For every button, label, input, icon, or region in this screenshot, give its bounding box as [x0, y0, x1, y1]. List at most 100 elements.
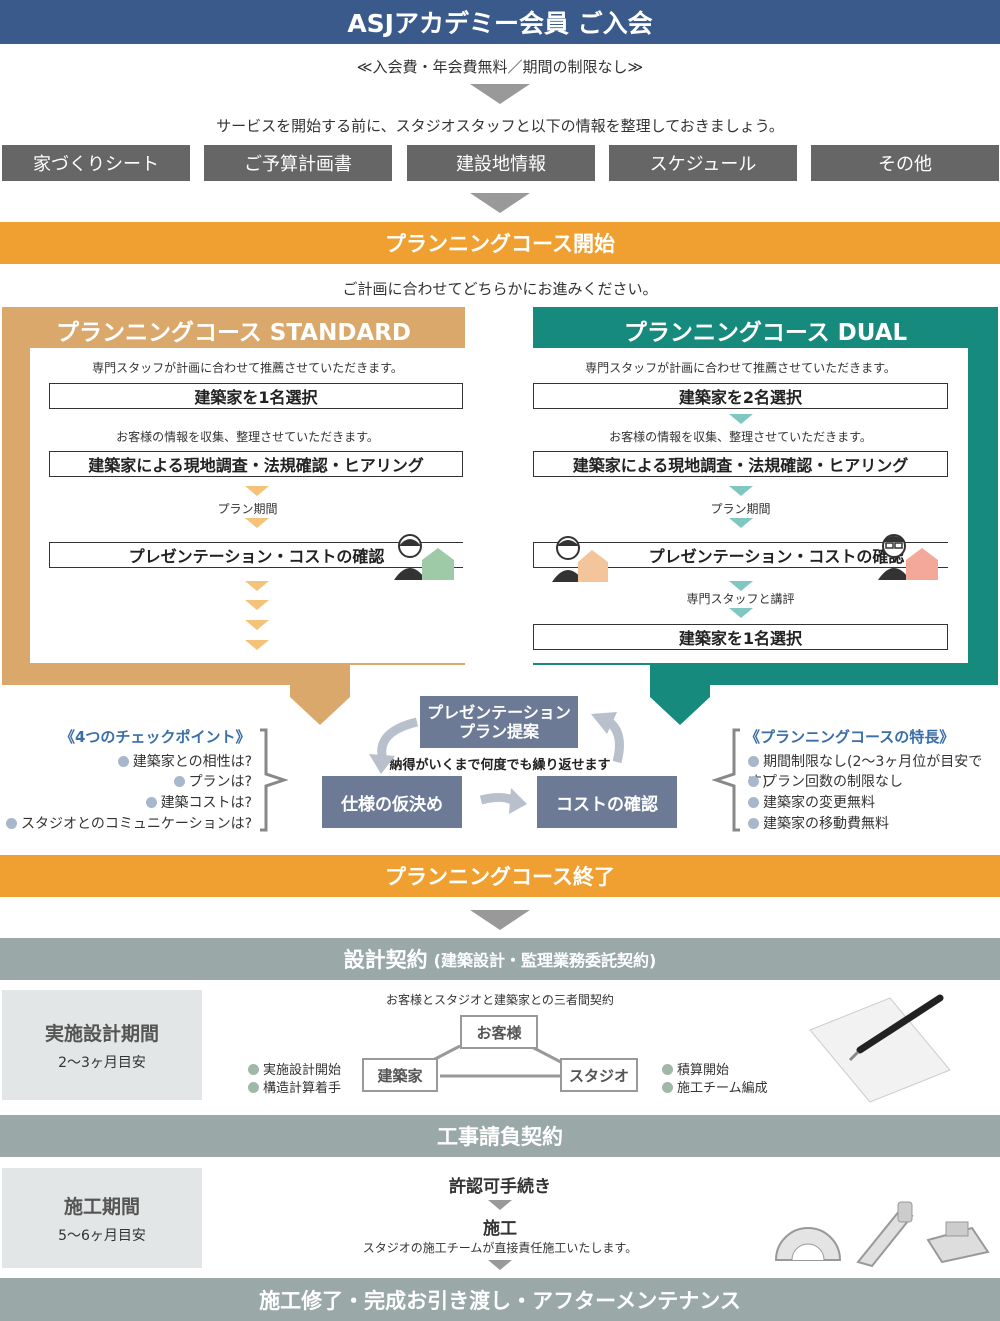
down-arrow [470, 193, 530, 213]
design-contract-subtitle: (建築設計・監理業務委託契約) [433, 951, 657, 970]
checkpoint-text: スタジオとのコミュニケーションは? [20, 816, 252, 832]
standard-step: プレゼンテーション・コストの確認 [49, 542, 463, 568]
checkpoints-title: 《4つのチェックポイント》 [60, 728, 251, 746]
small-arrow [729, 414, 753, 424]
feature-text: 建築家の変更無料 [763, 795, 875, 811]
three-party-text: お客様とスタジオと建築家との三者間契約 [386, 993, 614, 1007]
proposal-line: プレゼンテーション [427, 703, 571, 722]
dual-title: プランニングコース DUAL [623, 320, 908, 346]
construction-step: 施工 [483, 1219, 517, 1239]
small-arrow [729, 581, 753, 591]
dual-step: 建築家を2名選択 [533, 383, 948, 409]
planning-start-bar: プランニングコース開始 [0, 222, 1000, 264]
design-right-item: 積算開始 [662, 1059, 729, 1078]
features-title: 《プランニングコースの特長》 [745, 728, 955, 746]
design-period-sub: 2～3ヶ月目安 [58, 1054, 146, 1071]
design-left-item: 実施設計開始 [248, 1059, 341, 1078]
small-arrow [245, 581, 269, 591]
proposal-box: プレゼンテーション プラン提案 [420, 696, 578, 748]
pen-paper-icon [809, 994, 951, 1103]
feature-text: プラン回数の制限なし [763, 774, 903, 790]
design-right-text: 施工チーム編成 [677, 1081, 768, 1096]
design-contract-bar: 設計契約 (建築設計・監理業務委託契約) [0, 938, 1000, 980]
small-arrow [245, 600, 269, 610]
planning-end-bar: プランニングコース終了 [0, 855, 1000, 897]
party-architect: 建築家 [362, 1058, 438, 1092]
design-right-item: 施工チーム編成 [662, 1077, 768, 1096]
dual-note: プラン期間 [710, 502, 771, 516]
prep-text: サービスを開始する前に、スタジオスタッフと以下の情報を整理しておきましょう。 [216, 117, 784, 135]
design-period-title: 実施設計期間 [44, 1022, 159, 1045]
design-contract-title: 設計契約 [343, 948, 428, 972]
construction-period-box: 施工期間 5～6ヶ月目安 [2, 1168, 202, 1268]
small-arrow [729, 608, 753, 618]
design-left-text: 構造計算着手 [263, 1081, 342, 1096]
checkpoint-text: プランは? [188, 774, 252, 790]
tools-icons [774, 1201, 990, 1268]
small-arrow [245, 640, 269, 650]
permit-step: 許認可手続き [449, 1177, 551, 1197]
checkpoint-item: スタジオとのコミュニケーションは? [5, 813, 252, 833]
standard-step: 建築家を1名選択 [49, 383, 463, 409]
prep-item: ご予算計画書 [204, 145, 392, 181]
feature-item: プラン回数の制限なし [748, 771, 903, 791]
standard-step: 建築家による現地調査・法規確認・ヒアリング [49, 451, 463, 477]
dual-step: 建築家による現地調査・法規確認・ヒアリング [533, 451, 948, 477]
down-arrow [470, 910, 530, 930]
design-left-text: 実施設計開始 [263, 1063, 342, 1078]
small-arrow [245, 620, 269, 630]
construction-note: スタジオの施工チームが直接責任施工いたします。 [362, 1241, 638, 1255]
checkpoint-item: 建築コストは? [145, 792, 252, 812]
party-studio: スタジオ [560, 1058, 638, 1092]
standard-note: お客様の情報を収集、整理させていただきます。 [116, 430, 379, 444]
small-arrow [729, 518, 753, 528]
standard-title: プランニングコース STANDARD [55, 320, 412, 346]
standard-note: 専門スタッフが計画に合わせて推薦させていただきます。 [92, 361, 403, 375]
person-house-icon [552, 536, 608, 582]
choose-instruction: ご計画に合わせてどちらかにお進みください。 [342, 280, 658, 298]
small-arrow [245, 518, 269, 528]
small-arrow [245, 486, 269, 496]
features-bracket [712, 728, 740, 832]
feature-item: 建築家の移動費無料 [748, 813, 889, 833]
party-customer: お客様 [460, 1015, 538, 1049]
proposal-line: プラン提案 [458, 722, 539, 741]
checkpoint-text: 建築コストは? [160, 795, 252, 811]
design-right-text: 積算開始 [677, 1063, 730, 1078]
down-arrow [470, 84, 530, 104]
membership-subtitle: ≪入会費・年会費無料／期間の制限なし≫ [356, 58, 644, 76]
design-period-box: 実施設計期間 2～3ヶ月目安 [2, 990, 202, 1100]
dual-note: お客様の情報を収集、整理させていただきます。 [609, 430, 872, 444]
construction-period-sub: 5～6ヶ月目安 [58, 1227, 146, 1244]
small-arrow [488, 1200, 512, 1210]
feature-text: 建築家の移動費無料 [763, 816, 889, 832]
protractor-icon [774, 1227, 842, 1261]
checkpoint-item: プランは? [173, 771, 252, 791]
cycle-arrows [369, 712, 624, 814]
small-arrow [729, 486, 753, 496]
prep-item: スケジュール [609, 145, 797, 181]
dual-step: 建築家を1名選択 [533, 624, 948, 650]
page-title: ASJアカデミー会員 ご入会 [0, 0, 1000, 44]
person-house-icon [878, 534, 938, 580]
checkpoint-text: 建築家との相性は? [132, 754, 252, 770]
prep-item: その他 [811, 145, 999, 181]
construction-period-title: 施工期間 [63, 1195, 140, 1218]
feature-item: 建築家の変更無料 [748, 792, 875, 812]
checkpoints-bracket [260, 728, 288, 832]
dual-note: 専門スタッフが計画に合わせて推薦させていただきます。 [585, 361, 896, 375]
final-bar: 施工修了・完成お引き渡し・アフターメンテナンス [0, 1278, 1000, 1321]
construction-contract-bar: 工事請負契約 [0, 1115, 1000, 1157]
small-arrow [488, 1260, 512, 1270]
cost-box: コストの確認 [537, 776, 677, 828]
prep-item: 建設地情報 [407, 145, 595, 181]
prep-item: 家づくりシート [2, 145, 190, 181]
spec-box: 仕様の仮決め [322, 776, 462, 828]
saw-icon [856, 1201, 914, 1268]
repeat-text: 納得がいくまで何度でも繰り返せます [389, 758, 611, 773]
dual-note: 専門スタッフと講評 [686, 592, 795, 606]
design-left-item: 構造計算着手 [248, 1077, 341, 1096]
checkpoint-item: 建築家との相性は? [117, 751, 252, 771]
standard-note: プラン期間 [217, 502, 278, 516]
plane-icon [926, 1221, 990, 1264]
